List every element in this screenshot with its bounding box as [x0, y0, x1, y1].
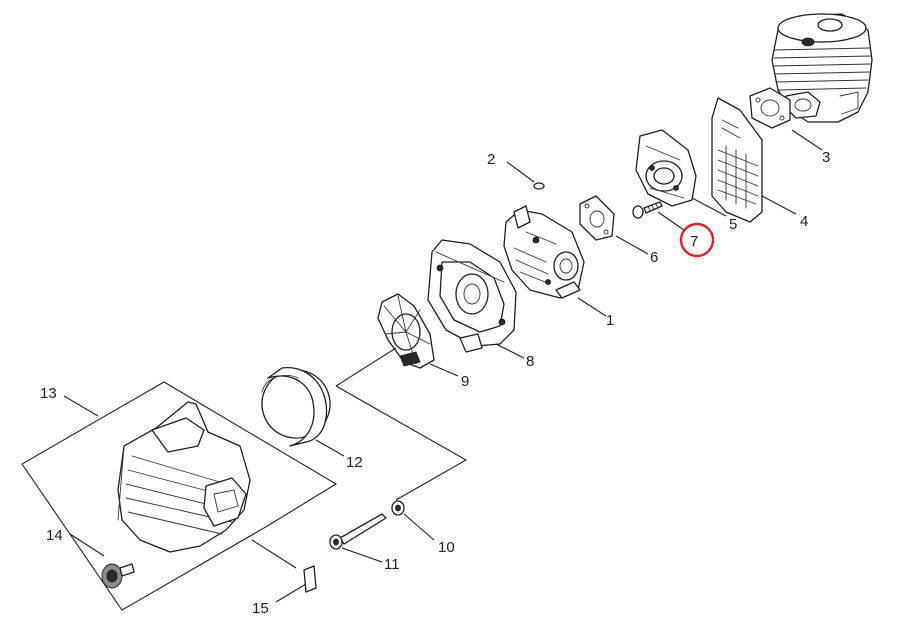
part-carburetor[interactable]	[503, 205, 585, 299]
callout-4[interactable]: 4	[800, 213, 808, 230]
fastener-group-outline	[335, 347, 468, 501]
part-long-bolt[interactable]	[329, 513, 387, 550]
part-air-filter[interactable]	[252, 360, 339, 447]
part-intake-gasket[interactable]	[749, 87, 791, 129]
callout-9[interactable]: 9	[461, 373, 469, 390]
leader-lines	[63, 129, 823, 603]
part-carburetor-adapter[interactable]	[635, 129, 697, 207]
cover-group-outline-right	[163, 381, 338, 529]
callout-7[interactable]: 7	[690, 233, 698, 250]
part-air-filter-housing[interactable]	[427, 239, 517, 353]
callout-15[interactable]: 15	[252, 600, 269, 617]
callout-14[interactable]: 14	[46, 527, 63, 544]
callout-11[interactable]: 11	[384, 556, 400, 573]
highlight-circle	[679, 222, 715, 258]
callout-8[interactable]: 8	[526, 353, 534, 370]
cover-group-outline	[21, 381, 265, 611]
callout-labels: 1 2 3 4 5 6 7 8 9 10 11 12 13 14 15	[40, 149, 830, 617]
part-plate[interactable]	[303, 565, 317, 593]
callout-10[interactable]: 10	[438, 539, 455, 556]
part-filter-baffle[interactable]	[377, 293, 435, 369]
callout-13[interactable]: 13	[40, 385, 57, 402]
callout-12[interactable]: 12	[346, 454, 363, 471]
part-heat-shield[interactable]	[711, 97, 763, 223]
callout-3[interactable]: 3	[822, 149, 830, 166]
callout-1[interactable]: 1	[606, 312, 614, 329]
callout-6[interactable]: 6	[650, 249, 658, 266]
part-o-ring[interactable]	[533, 182, 545, 190]
callout-2[interactable]: 2	[487, 151, 495, 168]
part-washer[interactable]	[391, 500, 405, 516]
part-knob[interactable]	[101, 563, 135, 589]
part-engine-cover[interactable]	[117, 401, 251, 553]
callout-5[interactable]: 5	[729, 216, 737, 233]
part-carb-gasket[interactable]	[579, 195, 615, 241]
part-cylinder[interactable]	[771, 13, 873, 123]
part-screw[interactable]	[632, 201, 663, 219]
